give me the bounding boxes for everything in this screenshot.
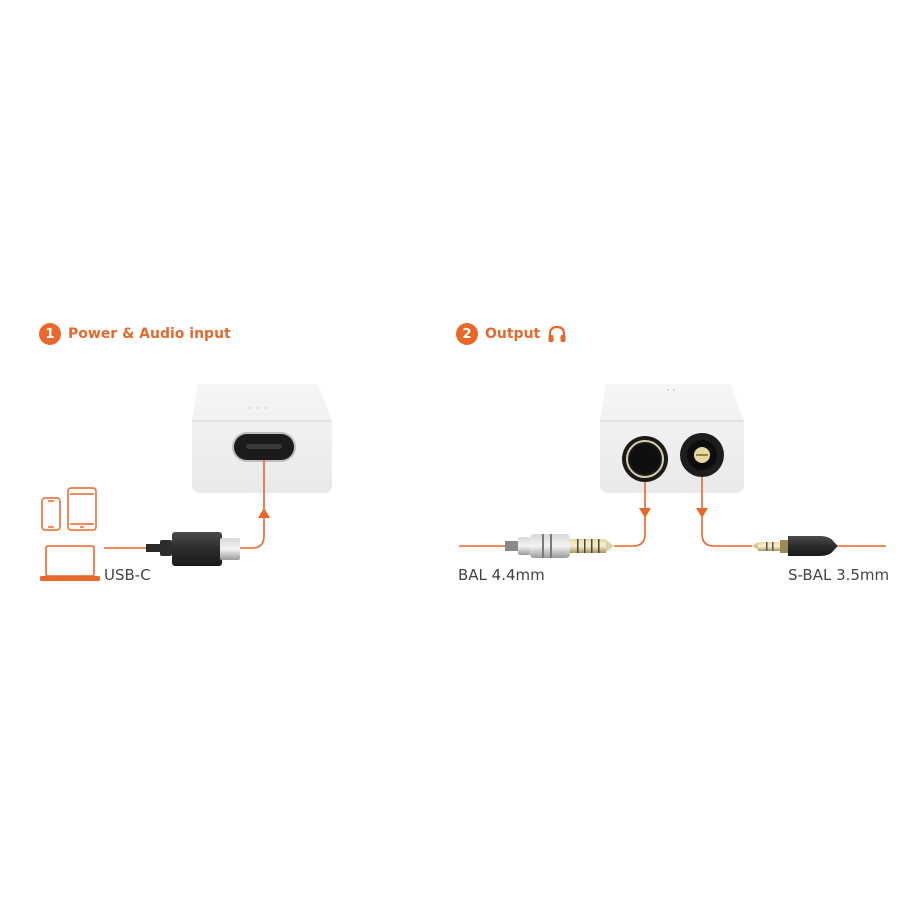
step-badge-2: 2 [456, 323, 478, 345]
tablet-icon [67, 487, 97, 531]
output-section-heading: 2 Output [456, 323, 567, 345]
s-bal-3-5mm-jack [680, 433, 724, 477]
arrow-up-icon [258, 508, 270, 518]
output-section-title: Output [485, 326, 541, 342]
usb-c-plug [146, 532, 240, 566]
output-device-body [600, 384, 744, 493]
input-section-title: Power & Audio input [68, 326, 231, 342]
output-signal-lines [459, 477, 886, 547]
bal-4-4mm-plug [505, 534, 614, 558]
s-bal-3-5mm-label: S-BAL 3.5mm [788, 566, 890, 584]
s-bal-3-5mm-plug [752, 536, 838, 556]
arrow-down-icon [639, 508, 651, 518]
bal-4-4mm-label: BAL 4.4mm [458, 566, 545, 584]
headphones-icon [548, 325, 566, 342]
arrow-down-icon [696, 508, 708, 518]
usb-c-label: USB-C [104, 566, 151, 584]
usb-c-port [232, 432, 296, 462]
step-badge-1: 1 [39, 323, 61, 345]
phone-icon [41, 497, 61, 531]
input-signal-line [104, 460, 265, 549]
laptop-icon [40, 545, 100, 581]
input-section-heading: 1 Power & Audio input [39, 323, 231, 345]
bal-4-4mm-jack [622, 436, 668, 482]
